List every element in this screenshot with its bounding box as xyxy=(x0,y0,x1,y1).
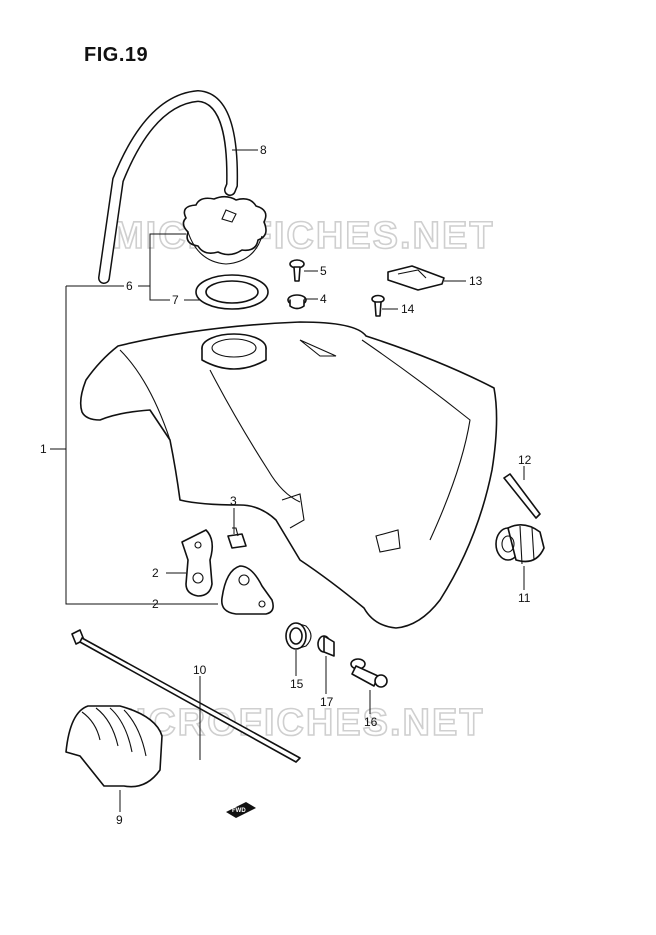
bracket-2-upper-part xyxy=(181,529,214,597)
callout-4: 4 xyxy=(320,292,327,306)
watermark-top: MICROFICHES.NET xyxy=(112,215,495,257)
callout-12: 12 xyxy=(518,453,532,467)
bolt-3-part xyxy=(227,527,247,549)
cushion-15-part xyxy=(285,622,312,650)
callout-2-upper: 2 xyxy=(152,566,159,580)
callout-10: 10 xyxy=(193,663,207,677)
fwd-badge: FWD xyxy=(226,802,256,818)
callout-9: 9 xyxy=(116,813,123,827)
collar-17-part xyxy=(317,635,335,657)
cover-9-part xyxy=(65,705,163,788)
callout-8: 8 xyxy=(260,143,267,157)
callout-5: 5 xyxy=(320,264,327,278)
grommet-4-part xyxy=(287,294,307,310)
callout-17: 17 xyxy=(320,695,334,709)
leader-lines xyxy=(50,149,525,812)
bracket-2-lower-part xyxy=(220,565,274,615)
screw-5-part xyxy=(289,259,305,282)
plate-13-part xyxy=(387,265,445,291)
figure-title: FIG.19 xyxy=(84,44,149,66)
callout-13: 13 xyxy=(469,274,483,288)
callout-15: 15 xyxy=(290,677,304,691)
bolt-16-part xyxy=(350,658,388,688)
callout-11: 11 xyxy=(518,591,531,605)
breather-hose-part xyxy=(98,89,239,284)
damper-11-part xyxy=(495,524,545,565)
fwd-badge-label: FWD xyxy=(232,808,246,814)
cable-tie-12-part xyxy=(503,473,541,519)
callout-14: 14 xyxy=(401,302,415,316)
cable-tie-10-part xyxy=(71,629,301,763)
callout-2-lower: 2 xyxy=(152,597,159,611)
screw-14-part xyxy=(371,294,385,317)
callout-3: 3 xyxy=(230,494,237,508)
gasket-part xyxy=(195,274,269,310)
callout-7: 7 xyxy=(172,293,179,307)
callout-1: 1 xyxy=(40,442,47,456)
watermark-bottom: MICROFICHES.NET xyxy=(102,702,485,744)
fuel-tank-part xyxy=(79,321,498,629)
fuel-cap-part xyxy=(182,195,267,265)
callout-6: 6 xyxy=(126,279,133,293)
callout-16: 16 xyxy=(364,715,378,729)
